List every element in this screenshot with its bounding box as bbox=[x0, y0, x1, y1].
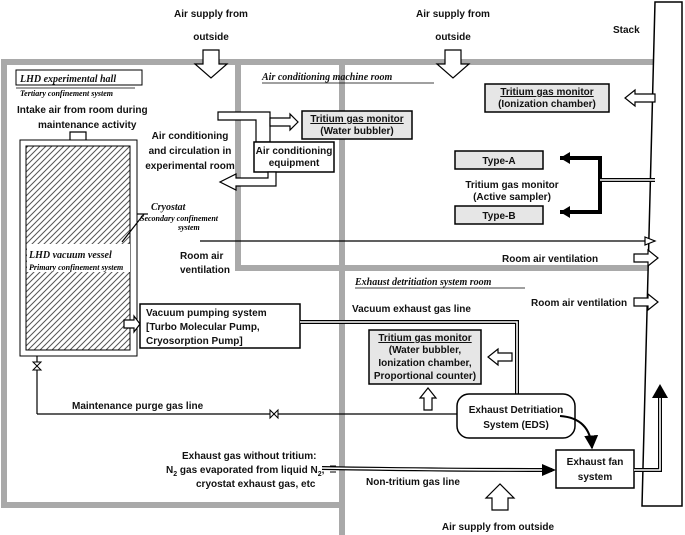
cryostat-sub-line1: Secondary confinement bbox=[140, 214, 219, 223]
pipe-break-marks bbox=[330, 465, 336, 473]
vacuum-exhaust-label: Vacuum exhaust gas line bbox=[352, 304, 471, 315]
tgm-multi-box bbox=[368, 329, 482, 385]
down-block-arrow-icon bbox=[435, 49, 471, 79]
left-block-arrow-icon bbox=[624, 88, 656, 108]
valve-icon bbox=[269, 408, 279, 420]
tgm-active-line2: (Active sampler) bbox=[473, 192, 551, 203]
maint-purge-label: Maintenance purge gas line bbox=[72, 401, 204, 412]
exhaust-fan-line1: Exhaust fan bbox=[567, 457, 624, 468]
tgm-multi-line4: Proportional counter) bbox=[374, 371, 476, 382]
type-b-label: Type-B bbox=[482, 211, 515, 222]
type-a-box bbox=[454, 150, 544, 170]
right-block-arrow-icon bbox=[633, 248, 659, 268]
room-walls bbox=[1, 59, 660, 535]
active-sampler-lines bbox=[560, 156, 655, 214]
vps-line1: Vacuum pumping system bbox=[146, 308, 267, 319]
exhaust-no-tritium-line1: Exhaust gas without tritium: bbox=[182, 451, 316, 462]
non-tritium-label: Non-tritium gas line bbox=[366, 477, 460, 488]
air-supply-arrow-1: Air supply from outside bbox=[174, 9, 248, 79]
up-arrowhead-icon bbox=[652, 384, 668, 398]
up-block-arrow-icon bbox=[484, 483, 516, 511]
hall-subtitle: Tertiary confinement system bbox=[20, 89, 113, 98]
vacuum-exhaust-pipe-inner bbox=[300, 321, 518, 394]
room-air-vent-line1: Room air bbox=[180, 251, 223, 262]
exhaust-fan-line2: system bbox=[578, 472, 613, 483]
air-supply-1-line1: Air supply from bbox=[174, 9, 248, 20]
n2-subscript-a: 2 bbox=[173, 471, 177, 478]
tgm-multi-line3: Ionization chamber, bbox=[378, 358, 472, 369]
ac-to-monitor-arrow-icon bbox=[269, 112, 299, 132]
tgm-water-line2: (Water bubbler) bbox=[320, 126, 394, 137]
n2-text-mid: gas evaporated from liquid N bbox=[177, 465, 318, 476]
hall-title: LHD experimental hall bbox=[19, 74, 116, 85]
air-supply-bottom-label: Air supply from outside bbox=[442, 522, 555, 533]
intake-line2: maintenance activity bbox=[38, 120, 137, 131]
tgm-ion-line2: (Ionization chamber) bbox=[498, 99, 596, 110]
right-arrow-icon bbox=[644, 236, 657, 246]
n2-subscript-b: 2 bbox=[318, 471, 322, 478]
vessel-title: LHD vacuum vessel bbox=[28, 250, 112, 261]
intake-line1: Intake air from room during bbox=[17, 105, 148, 116]
exhaust-no-tritium-line3: cryostat exhaust gas, etc bbox=[196, 479, 316, 490]
up-block-arrow-icon bbox=[418, 387, 438, 411]
hall-title-box bbox=[15, 69, 143, 86]
left-block-arrow-icon bbox=[487, 347, 513, 367]
ac-equip-line2: equipment bbox=[269, 158, 320, 169]
ac-circ-line3: experimental room bbox=[145, 161, 235, 172]
room-air-vent-right2: Room air ventilation bbox=[531, 298, 627, 309]
air-supply-2-line1: Air supply from bbox=[416, 9, 490, 20]
eds-room-title: Exhaust detritiation system room bbox=[354, 277, 492, 288]
ac-equipment-box bbox=[253, 141, 335, 173]
non-tritium-pipe-inner bbox=[321, 467, 547, 471]
vessel-label-bg bbox=[27, 244, 130, 272]
tgm-water-bubbler-box bbox=[301, 110, 413, 140]
active-sampler-arrowheads bbox=[560, 152, 570, 218]
air-supply-2-line2: outside bbox=[435, 32, 471, 43]
eds-to-fan-arrow bbox=[559, 415, 599, 450]
vps-line2: [Turbo Molecular Pump, bbox=[146, 322, 260, 333]
vps-line3: Cryosorption Pump] bbox=[146, 336, 243, 347]
ac-return-arrow-icon bbox=[218, 171, 277, 191]
ac-circ-line2: and circulation in bbox=[149, 146, 232, 157]
down-block-arrow-icon bbox=[193, 49, 229, 79]
fan-to-stack-pipe-inner bbox=[634, 398, 661, 471]
stack-label: Stack bbox=[613, 25, 640, 36]
tgm-water-line1: Tritium gas monitor bbox=[310, 114, 403, 125]
valve-icon bbox=[31, 361, 43, 371]
tgm-multi-line1: Tritium gas monitor bbox=[378, 333, 471, 344]
type-a-label: Type-A bbox=[482, 156, 515, 167]
vessel-pointer bbox=[121, 213, 145, 243]
tgm-multi-line2: (Water bubbler, bbox=[389, 345, 462, 356]
n2-comma: , bbox=[322, 465, 325, 476]
air-supply-arrow-2: Air supply from outside bbox=[416, 9, 490, 79]
air-supply-1-line2: outside bbox=[193, 32, 229, 43]
ac-equip-line1: Air conditioning bbox=[256, 146, 333, 157]
room-air-vent-line2: ventilation bbox=[180, 265, 230, 276]
type-b-box bbox=[454, 205, 544, 225]
eds-line1: Exhaust Detritiation bbox=[469, 405, 563, 416]
vessel-to-pump-arrow-icon bbox=[123, 314, 141, 334]
ac-room-left-wall bbox=[235, 62, 342, 271]
right-block-arrow-icon bbox=[633, 292, 659, 312]
exhaust-fan-box bbox=[555, 449, 635, 489]
stack-chimney bbox=[641, 1, 683, 507]
tgm-ionization-box bbox=[484, 83, 610, 113]
n2-symbol-a: N bbox=[166, 465, 173, 476]
exhaust-no-tritium-line2: N2 gas evaporated from liquid N2, bbox=[166, 465, 325, 478]
tgm-active-line1: Tritium gas monitor bbox=[465, 180, 558, 191]
vacuum-pumping-system-box bbox=[139, 303, 301, 349]
cryostat-title: Cryostat bbox=[151, 202, 187, 213]
ac-room-title: Air conditioning machine room bbox=[261, 72, 393, 83]
vessel-subtitle: Primary confinement system bbox=[29, 263, 123, 272]
right-arrowhead-icon bbox=[542, 464, 556, 476]
tgm-ion-line1: Tritium gas monitor bbox=[500, 87, 593, 98]
eds-line2: System (EDS) bbox=[483, 420, 549, 431]
eds-box bbox=[456, 393, 576, 439]
cryostat-sub-line2: system bbox=[177, 223, 200, 232]
ac-circ-line1: Air conditioning bbox=[152, 131, 229, 142]
room-air-vent-right1: Room air ventilation bbox=[502, 254, 598, 265]
